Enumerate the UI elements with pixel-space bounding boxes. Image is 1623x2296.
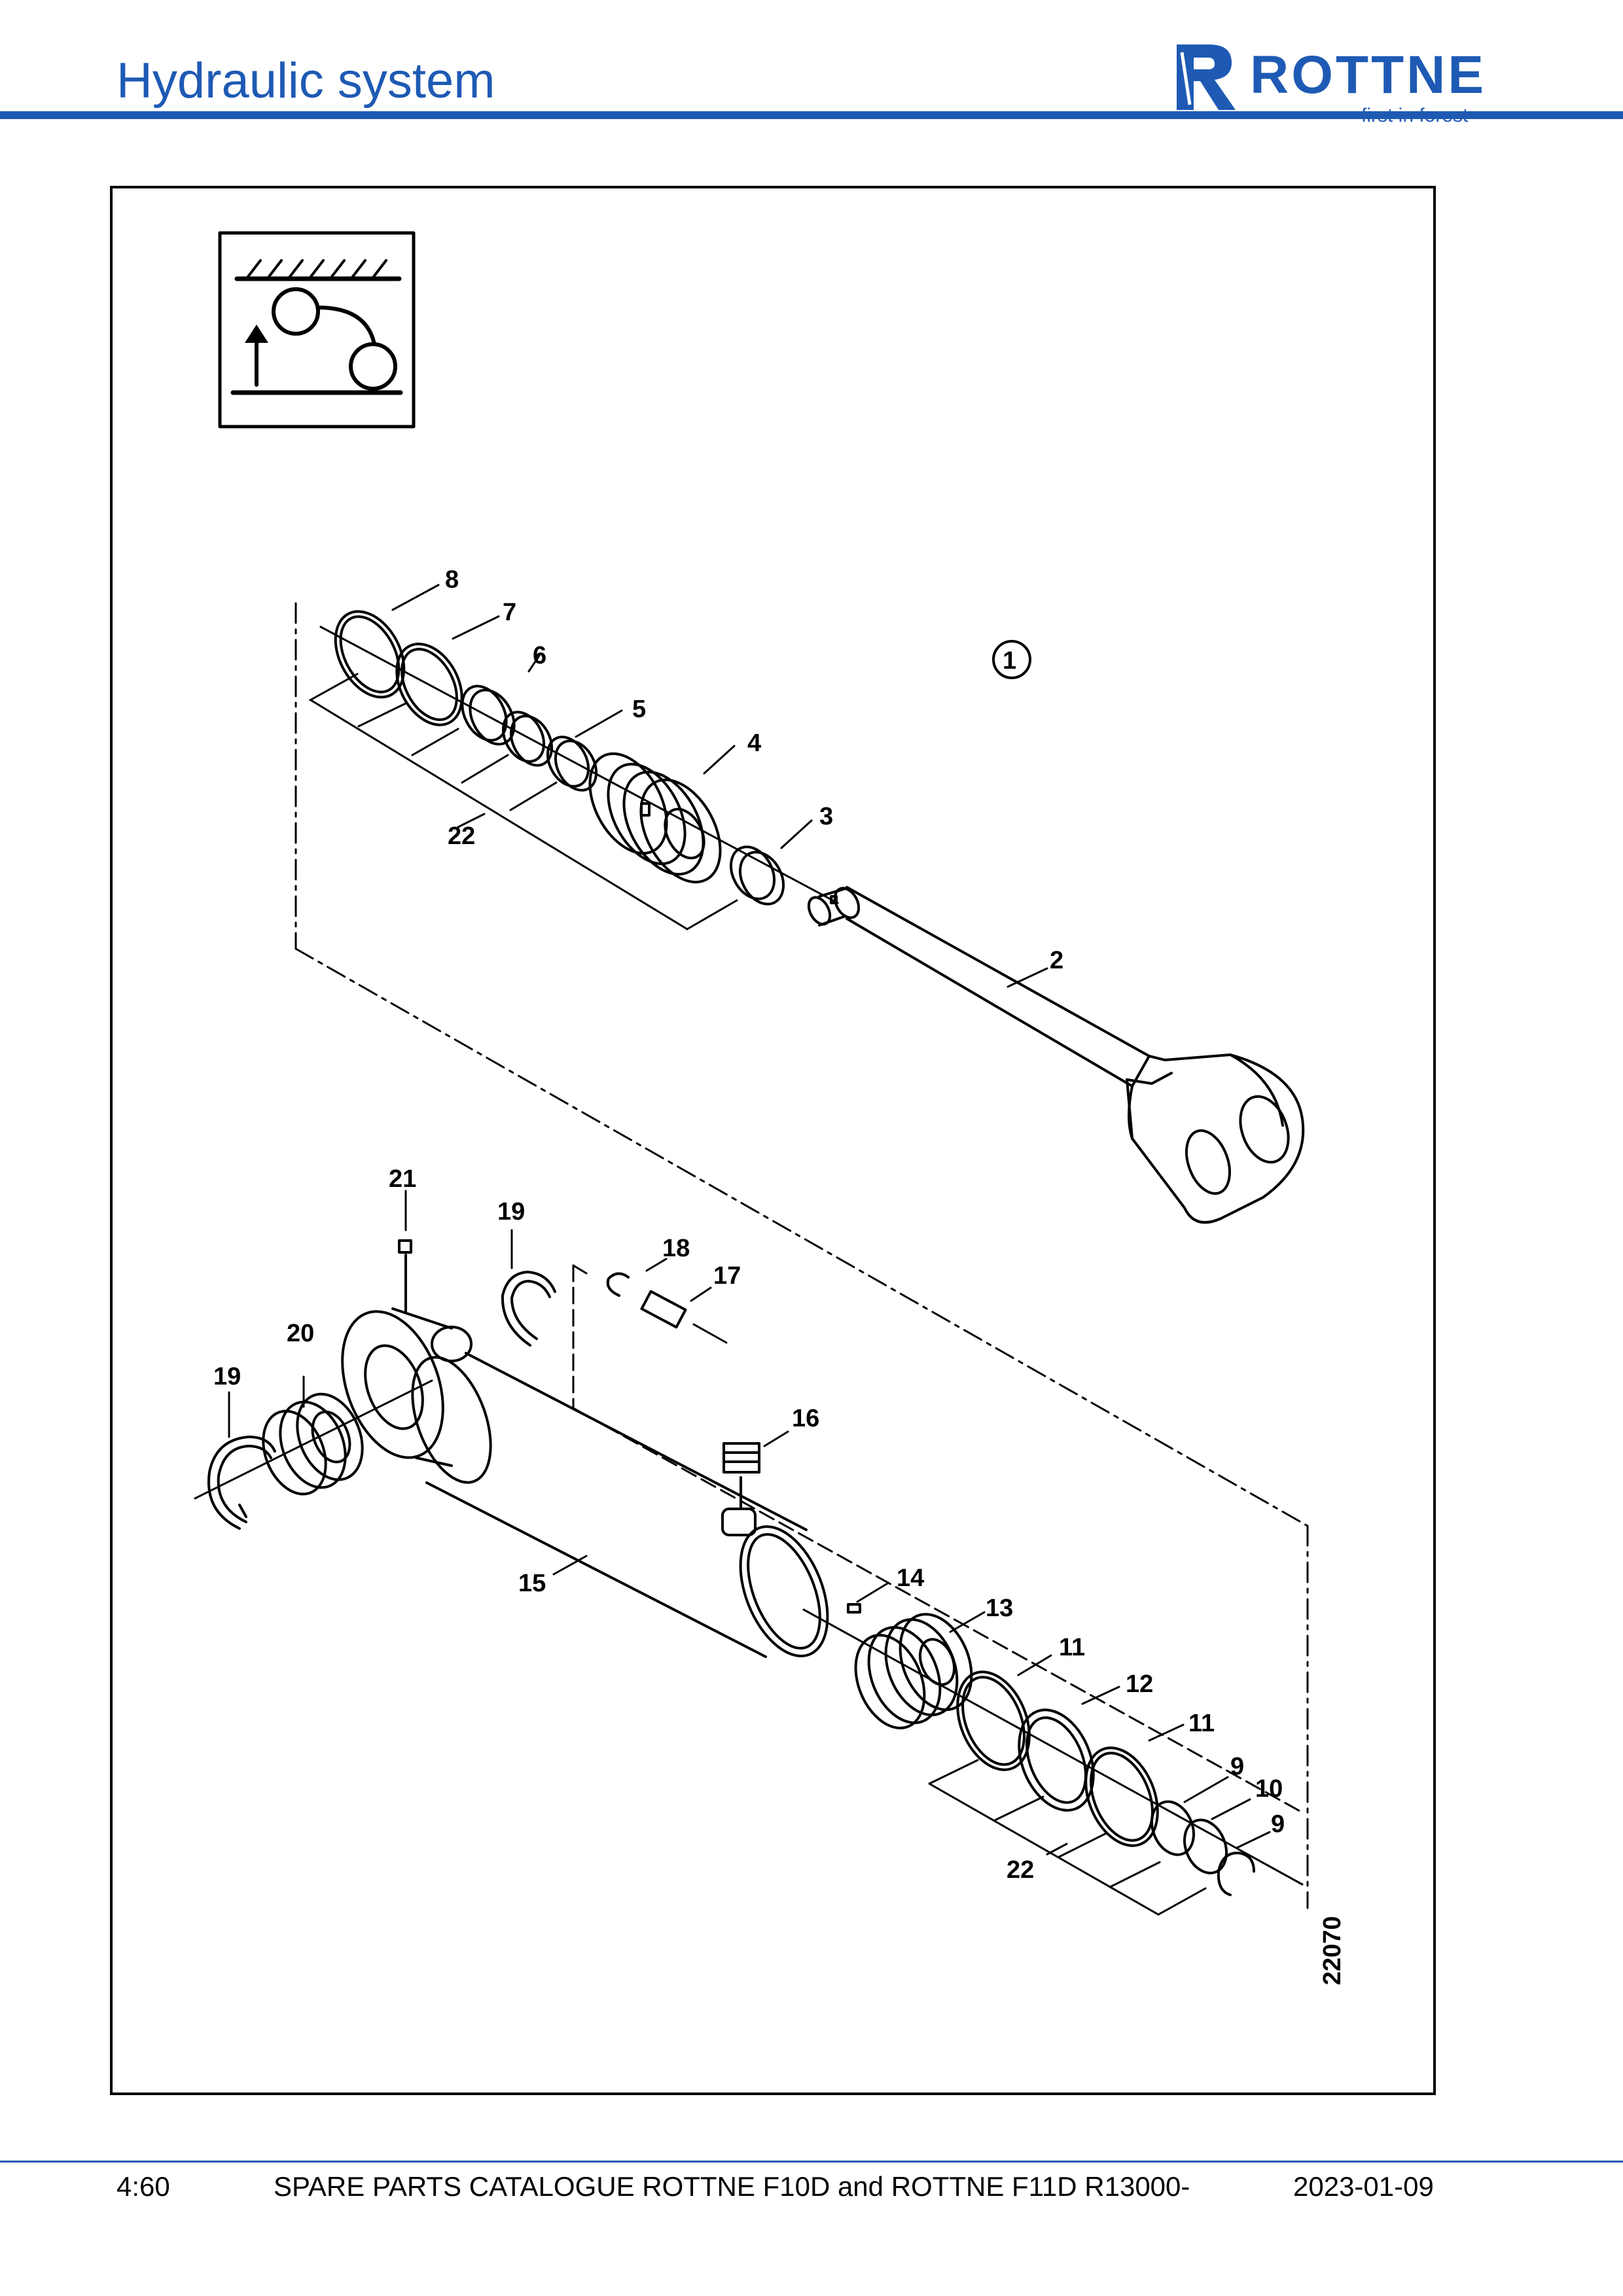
assembly-ref-label: 1	[1003, 647, 1016, 675]
callout-4: 4	[747, 730, 761, 757]
logo-wordmark: ROTTNE	[1250, 45, 1487, 105]
header-rule	[0, 111, 1623, 119]
page-title: Hydraulic system	[116, 53, 495, 109]
piston-rod-assembly	[294, 602, 1309, 1909]
callout-20: 20	[287, 1320, 314, 1347]
callout-8: 8	[445, 566, 459, 593]
callout-3: 3	[819, 803, 833, 830]
callout-22-lower: 22	[1007, 1856, 1034, 1884]
callout-11-second: 11	[1188, 1710, 1215, 1737]
callout-22-upper: 22	[448, 822, 475, 850]
callout-17: 17	[713, 1262, 741, 1290]
callout-11-first: 11	[1059, 1634, 1085, 1661]
callout-5: 5	[632, 696, 646, 723]
catalogue-title: SPARE PARTS CATALOGUE ROTTNE F10D and RO…	[274, 2171, 1190, 2202]
callout-21: 21	[389, 1165, 416, 1193]
footer-rule	[0, 2161, 1623, 2163]
drawing-frame	[110, 186, 1436, 2095]
callout-19-left: 19	[213, 1363, 241, 1390]
callout-15: 15	[518, 1570, 546, 1597]
assembly-ref-circle	[992, 640, 1031, 679]
callout-6: 6	[533, 642, 546, 669]
callout-14: 14	[897, 1564, 924, 1592]
callout-12: 12	[1126, 1670, 1153, 1698]
callout-2: 2	[1050, 947, 1063, 974]
boom-lift-icon	[218, 231, 416, 429]
drawing-number: 22070	[1319, 1916, 1346, 1985]
page-number: 4:60	[116, 2171, 170, 2202]
callout-9-first: 9	[1230, 1753, 1244, 1780]
rottne-emblem-icon	[1177, 44, 1236, 110]
cylinder-tube-assembly	[194, 1239, 1304, 1916]
callout-16: 16	[792, 1405, 819, 1432]
callout-10: 10	[1255, 1775, 1283, 1803]
callout-13: 13	[986, 1595, 1013, 1622]
callout-9-second: 9	[1271, 1810, 1285, 1838]
callout-7: 7	[503, 599, 516, 626]
callout-18: 18	[662, 1235, 690, 1262]
catalogue-date: 2023-01-09	[1293, 2171, 1434, 2202]
callout-19-right: 19	[497, 1198, 525, 1226]
